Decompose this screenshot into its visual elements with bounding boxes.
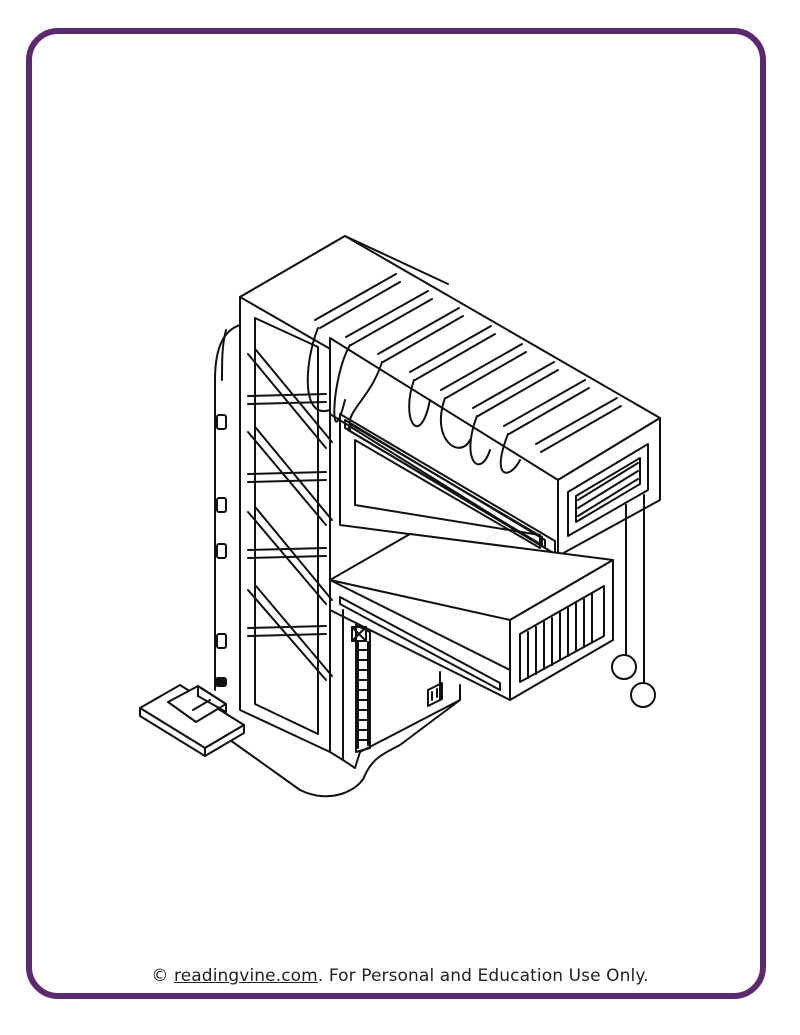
usage-notice: . For Personal and Education Use Only. — [317, 966, 649, 986]
top-block — [240, 236, 660, 556]
page-border — [26, 28, 766, 999]
bottom-base — [343, 610, 460, 768]
rocker-switch-icon — [140, 685, 244, 756]
pull-cord-knobs — [612, 655, 655, 707]
top-light-tubes — [315, 274, 621, 452]
copyright-symbol: © — [151, 966, 169, 986]
copyright-footer: © readingvine.com. For Personal and Educ… — [0, 966, 800, 986]
spine-tubes — [248, 350, 332, 680]
readingvine-link[interactable]: readingvine.com — [174, 966, 318, 986]
hanging-cord-beads — [216, 415, 226, 686]
middle-block — [330, 534, 613, 700]
wires — [215, 325, 644, 796]
